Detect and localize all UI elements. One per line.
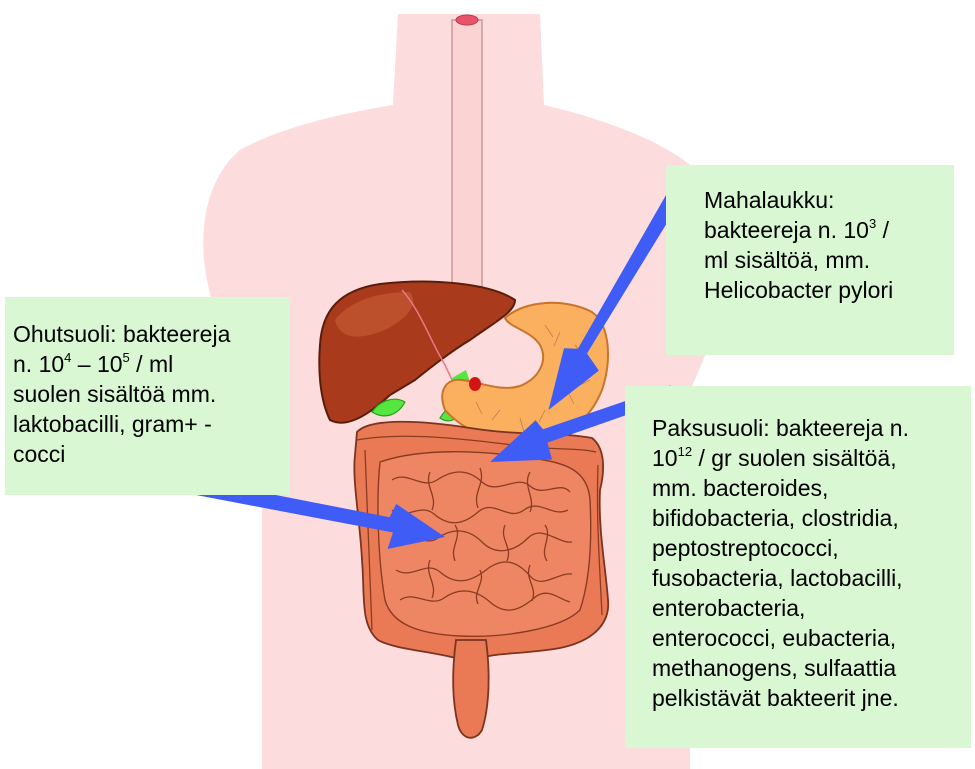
esophagus-opening	[456, 15, 478, 25]
rectum	[453, 640, 488, 738]
callout-line: methanogens, sulfaattia	[652, 653, 965, 683]
callout-line: n. 104 – 105 / ml	[13, 349, 282, 379]
callout-line: fusobacteria, lactobacilli,	[652, 563, 965, 593]
callout-line: enterobacteria,	[652, 593, 965, 623]
callout-line: mm. bacteroides,	[652, 473, 965, 503]
pylorus	[469, 377, 481, 391]
large-intestine-bacteria-callout: Paksusuoli: bakteereja n. 1012 / gr suol…	[625, 386, 971, 748]
callout-line: bifidobacteria, clostridia,	[652, 503, 965, 533]
stomach-bacteria-callout: Mahalaukku: bakteereja n. 103 / ml sisäl…	[666, 165, 954, 355]
callout-line: 1012 / gr suolen sisältöä,	[652, 443, 965, 473]
callout-line: enterococci, eubacteria,	[652, 623, 965, 653]
small-intestine-bacteria-callout: Ohutsuoli: bakteereja n. 104 – 105 / ml …	[5, 297, 290, 495]
callout-line: ml sisältöä, mm.	[704, 245, 944, 275]
callout-line: pelkistävät bakteerit jne.	[652, 683, 965, 713]
esophagus	[452, 20, 482, 320]
callout-line: laktobacilli, gram+ -	[13, 409, 282, 439]
callout-line: peptostreptococci,	[652, 533, 965, 563]
callout-line: Paksusuoli: bakteereja n.	[652, 413, 965, 443]
callout-line: Mahalaukku:	[704, 185, 944, 215]
callout-line: Ohutsuoli: bakteereja	[13, 319, 282, 349]
callout-line: bakteereja n. 103 /	[704, 215, 944, 245]
callout-line: suolen sisältöä mm.	[13, 379, 282, 409]
callout-line: Helicobacter pylori	[704, 275, 944, 305]
callout-line: cocci	[13, 439, 282, 469]
